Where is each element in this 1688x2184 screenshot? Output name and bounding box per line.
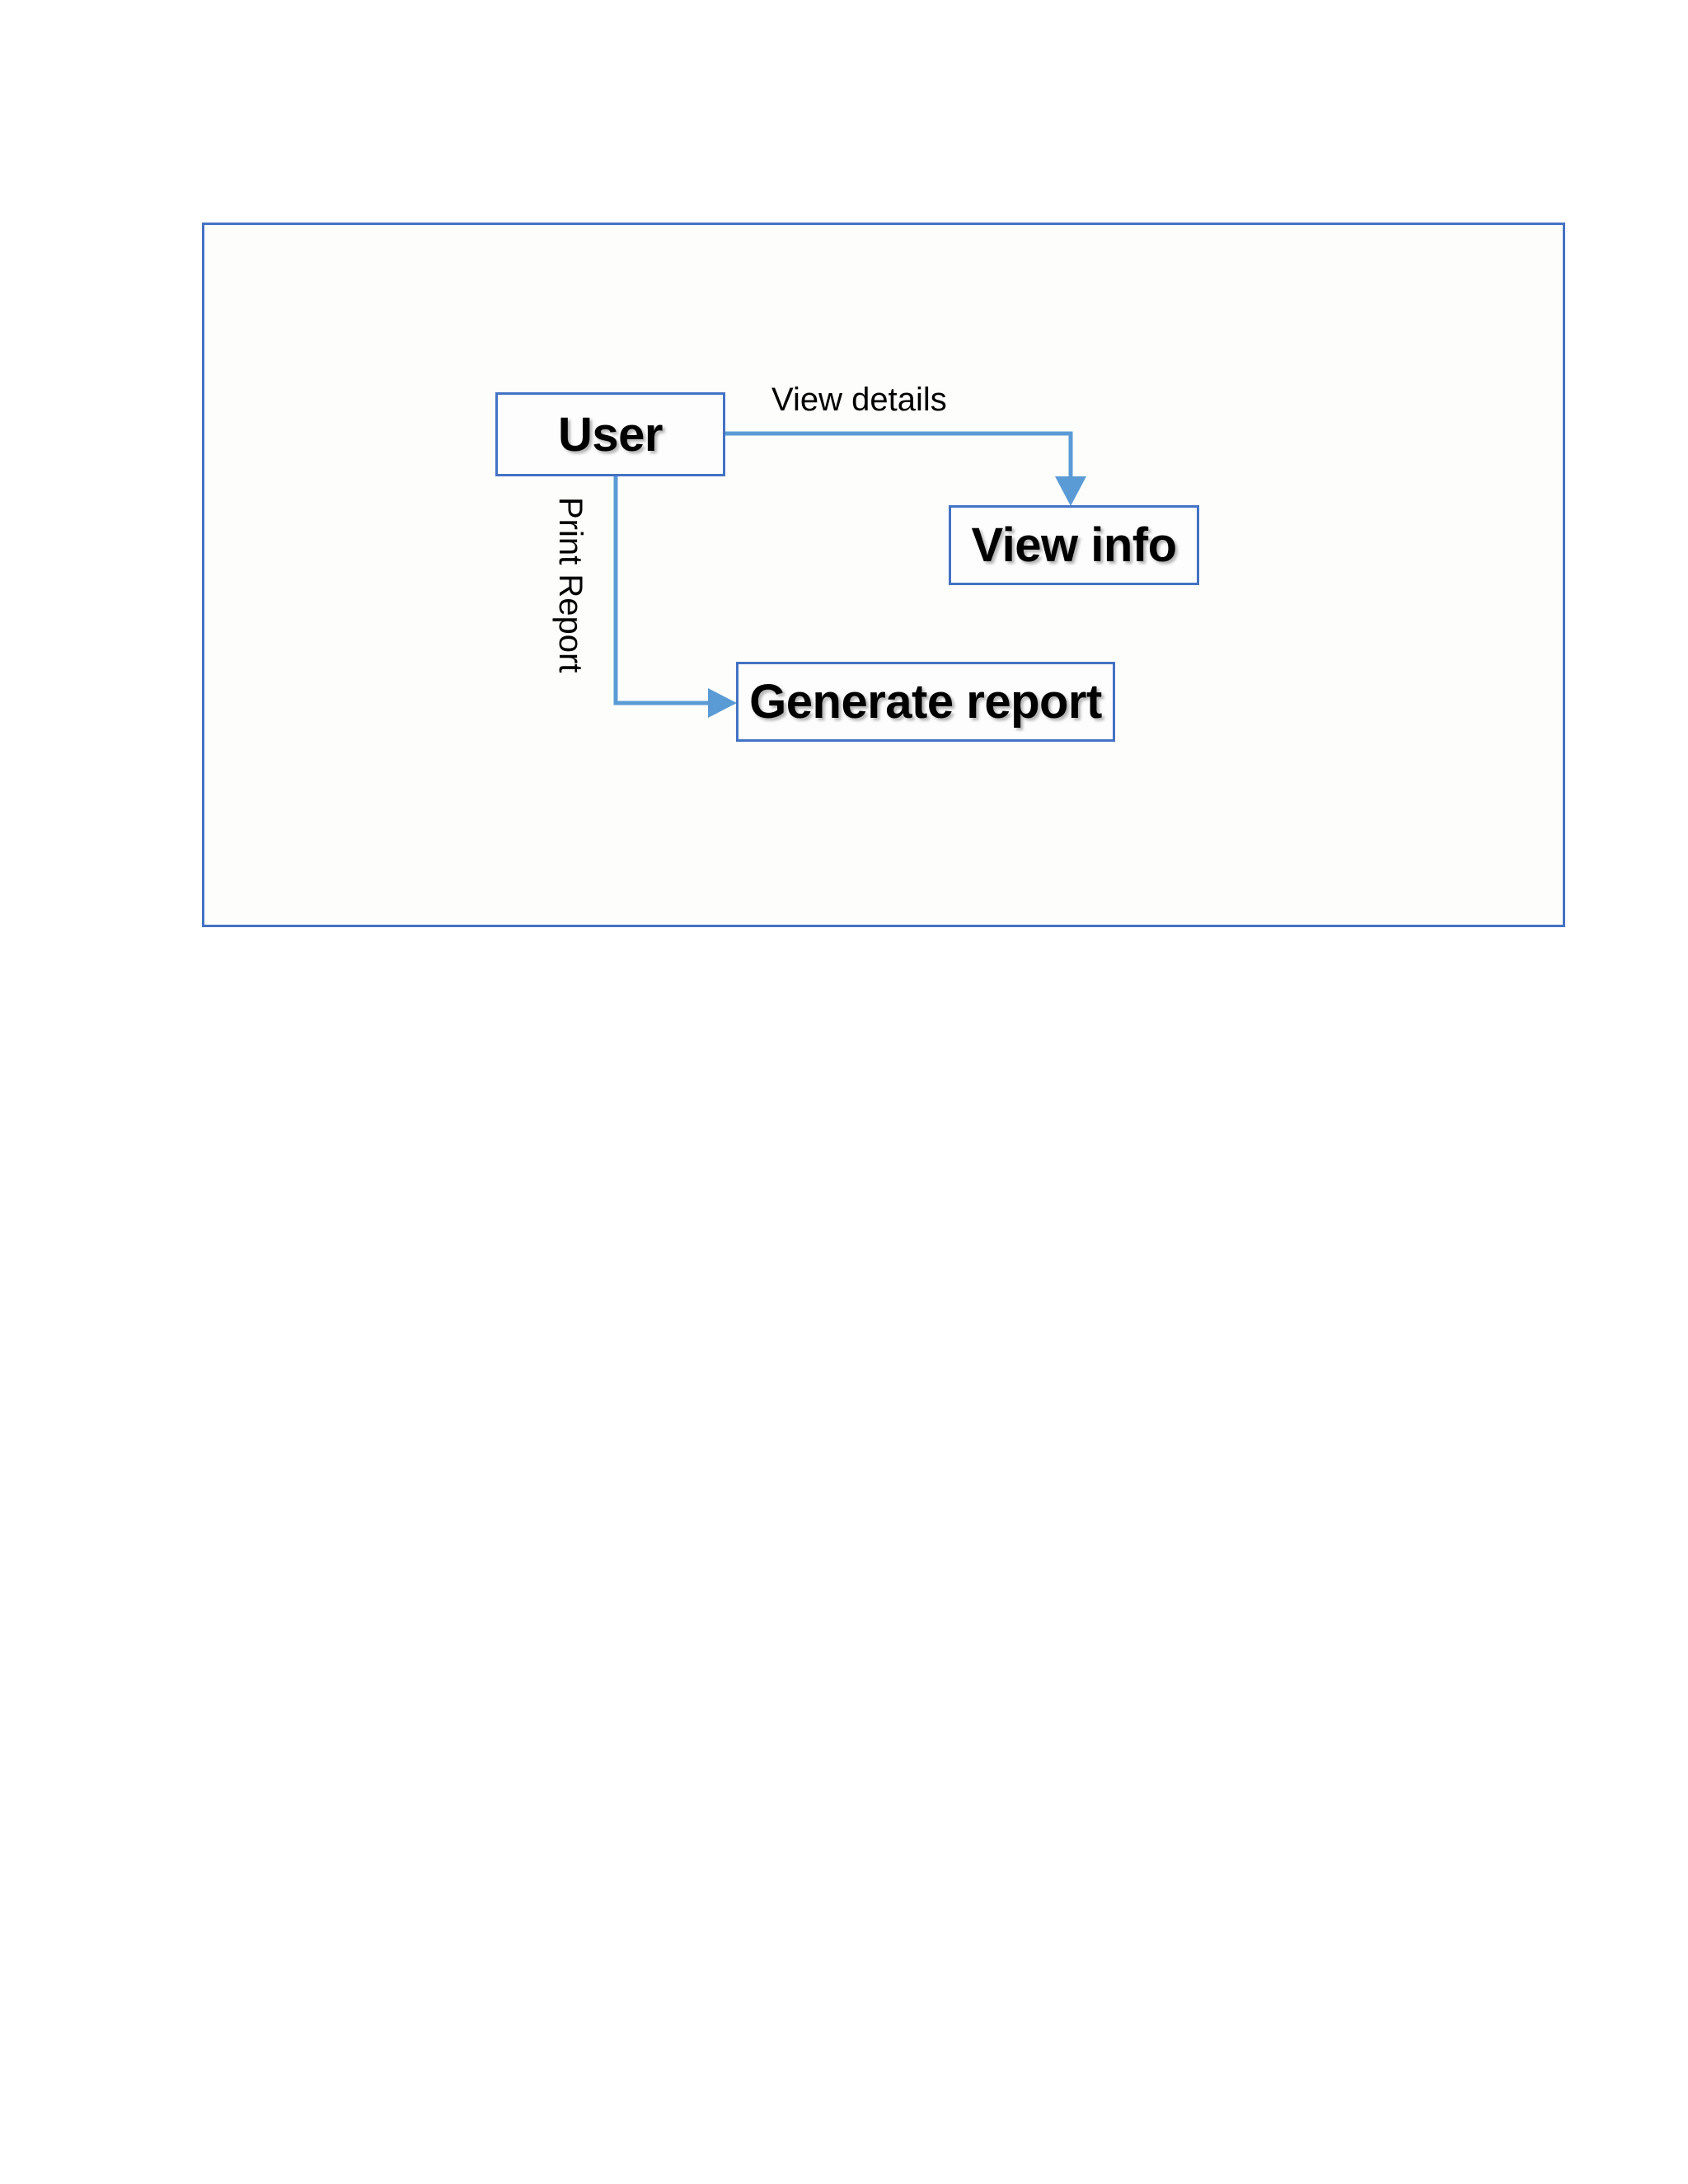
node-view-info-label: View info (971, 518, 1177, 572)
edge-line-user-view-info (725, 431, 1073, 490)
edge-label-print-report: Print Report (552, 497, 588, 673)
node-generate-report[interactable]: Generate report (736, 662, 1115, 742)
arrowhead-down-icon (1055, 476, 1086, 506)
connector-layer (613, 431, 1086, 718)
arrowhead-right-icon (708, 688, 737, 718)
node-user-label: User (558, 407, 663, 462)
node-generate-report-label: Generate report (749, 675, 1102, 729)
node-view-info[interactable]: View info (949, 505, 1199, 585)
edge-user-to-view-info (725, 431, 1086, 506)
node-user[interactable]: User (495, 392, 725, 476)
edge-user-to-generate-report (613, 476, 737, 718)
diagram-frame: User View info Generate report View deta… (202, 223, 1565, 927)
edge-label-view-details: View details (771, 382, 947, 418)
edge-line-user-generate-report (613, 476, 720, 705)
